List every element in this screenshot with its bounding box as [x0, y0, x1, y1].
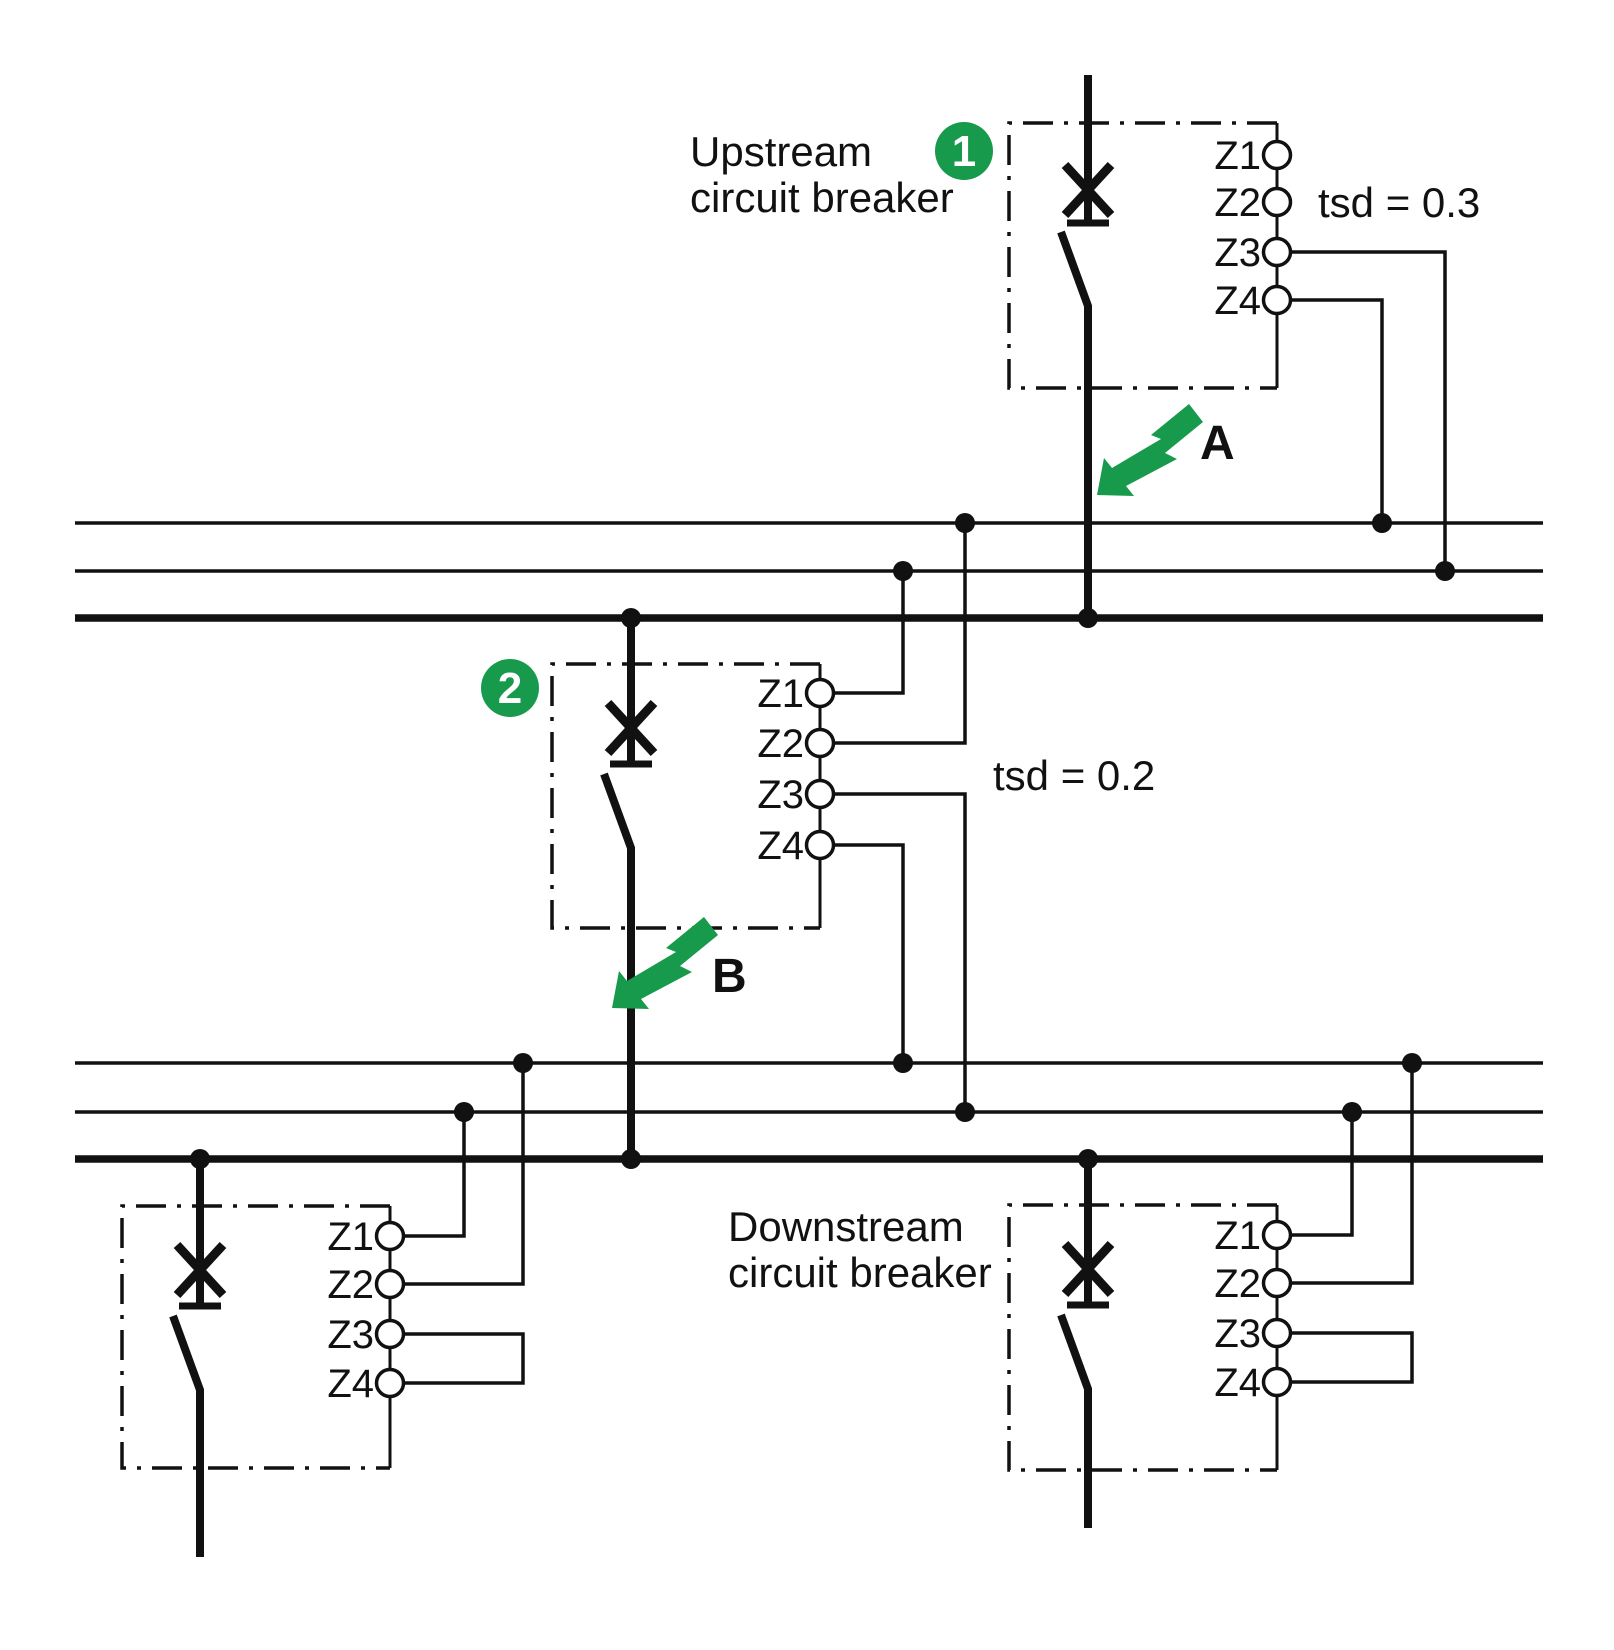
junction-dot	[1342, 1102, 1362, 1122]
wire-z4	[1291, 298, 1384, 523]
tsd-upstream-value: tsd = 0.3	[1318, 179, 1480, 226]
junction-dot	[1078, 1149, 1098, 1169]
lightning-bolt-a-icon	[1097, 404, 1203, 496]
terminal-z3	[1261, 236, 1293, 268]
terminal-label-z2: Z2	[327, 1263, 374, 1307]
terminal-z2	[1261, 1267, 1293, 1299]
breaker-middle: Z1 Z2 Z3 Z4	[550, 523, 967, 1159]
bus-group-top	[75, 521, 1543, 622]
wire-z1	[404, 1112, 466, 1238]
terminal-label-z3: Z3	[757, 773, 804, 817]
terminal-z3	[1261, 1317, 1293, 1349]
wire-z2	[1291, 1063, 1414, 1285]
fault-label-b: B	[712, 950, 747, 1003]
junction-dot	[893, 561, 913, 581]
tsd-middle-value: tsd = 0.2	[993, 752, 1155, 799]
breaker-dashed-box	[1007, 121, 1277, 390]
breaker-upstream: Z1 Z2 Z3 Z4	[1007, 75, 1447, 618]
wire-z2	[404, 1063, 525, 1286]
upstream-label-line1: Upstream	[690, 128, 872, 175]
fault-b: B	[612, 917, 747, 1009]
badge-number: 1	[952, 127, 976, 176]
terminal-z1	[1261, 1219, 1293, 1251]
bus-group-bottom	[75, 1061, 1543, 1163]
junction-dot	[1078, 608, 1098, 628]
terminal-label-z1: Z1	[757, 672, 804, 716]
terminal-z4	[374, 1367, 406, 1399]
badge-circle	[481, 659, 539, 717]
junction-dot	[955, 513, 975, 533]
junction-dot	[621, 608, 641, 628]
breaker-x-icon	[173, 1241, 227, 1299]
junction-dot	[955, 1102, 975, 1122]
terminal-z4	[1261, 1366, 1293, 1398]
text-labels: Upstream circuit breaker tsd = 0.3 tsd =…	[690, 128, 1480, 1296]
terminal-z2	[804, 727, 836, 759]
terminal-label-z3: Z3	[1214, 231, 1261, 275]
terminal-z4	[1261, 284, 1293, 316]
breaker-x-icon	[1061, 161, 1115, 219]
upstream-label-line2: circuit breaker	[690, 174, 954, 221]
junction-dot	[513, 1053, 533, 1073]
junction-dot	[454, 1102, 474, 1122]
switch-blade	[169, 1314, 204, 1557]
terminal-label-z4: Z4	[1214, 279, 1261, 323]
breaker-dashed-box	[550, 662, 820, 930]
badge-upstream: 1	[935, 122, 993, 180]
junction-dot	[621, 1149, 641, 1169]
junction-dot	[190, 1149, 210, 1169]
terminal-label-z2: Z2	[757, 722, 804, 766]
terminal-label-z4: Z4	[1214, 1361, 1261, 1405]
terminal-label-z1: Z1	[1214, 134, 1261, 178]
breaker-dashed-box	[120, 1204, 390, 1470]
terminal-z3	[374, 1318, 406, 1350]
junction-dot	[1402, 1053, 1422, 1073]
terminal-z3	[804, 778, 836, 810]
wire-z3	[834, 792, 967, 1112]
terminal-label-z4: Z4	[757, 824, 804, 868]
junction-dot	[1372, 513, 1392, 533]
downstream-label-line2: circuit breaker	[728, 1249, 992, 1296]
terminal-z1	[374, 1220, 406, 1252]
downstream-label-line1: Downstream	[728, 1203, 964, 1250]
terminal-z2	[374, 1268, 406, 1300]
breaker-dashed-box	[1007, 1203, 1277, 1472]
badge-number: 2	[498, 664, 522, 713]
wire-z3-z4-loop	[1291, 1331, 1414, 1384]
terminal-z4	[804, 829, 836, 861]
badge-middle: 2	[481, 659, 539, 717]
terminal-z1	[1261, 139, 1293, 171]
terminal-label-z1: Z1	[327, 1215, 374, 1259]
breaker-x-icon	[604, 699, 658, 757]
switch-blade	[1057, 1313, 1092, 1528]
terminal-z1	[804, 677, 836, 709]
lightning-bolt-b-icon	[612, 917, 718, 1009]
terminal-label-z3: Z3	[327, 1313, 374, 1357]
wire-z4	[834, 843, 905, 1063]
wire-z1	[1291, 1112, 1354, 1237]
breaker-downstream-right: Z1 Z2 Z3 Z4	[1007, 1063, 1414, 1528]
terminal-label-z4: Z4	[327, 1362, 374, 1406]
wire-z2	[834, 523, 967, 745]
wire-z3-z4-loop	[404, 1332, 525, 1385]
terminal-label-z1: Z1	[1214, 1214, 1261, 1258]
junction-dot	[1435, 561, 1455, 581]
switch-blade	[1057, 230, 1092, 618]
switch-blade	[600, 772, 635, 1159]
junction-dot	[893, 1053, 913, 1073]
breaker-downstream-left: Z1 Z2 Z3 Z4	[120, 1063, 525, 1557]
breaker-x-icon	[1061, 1240, 1115, 1298]
terminal-label-z3: Z3	[1214, 1312, 1261, 1356]
fault-label-a: A	[1200, 417, 1235, 470]
fault-a: A	[1097, 404, 1235, 496]
badge-circle	[935, 122, 993, 180]
terminal-label-z2: Z2	[1214, 181, 1261, 225]
junction-dots	[190, 513, 1455, 1169]
terminal-label-z2: Z2	[1214, 1262, 1261, 1306]
wire-z1	[834, 571, 905, 695]
terminal-z2	[1261, 186, 1293, 218]
wire-z3	[1291, 250, 1447, 571]
